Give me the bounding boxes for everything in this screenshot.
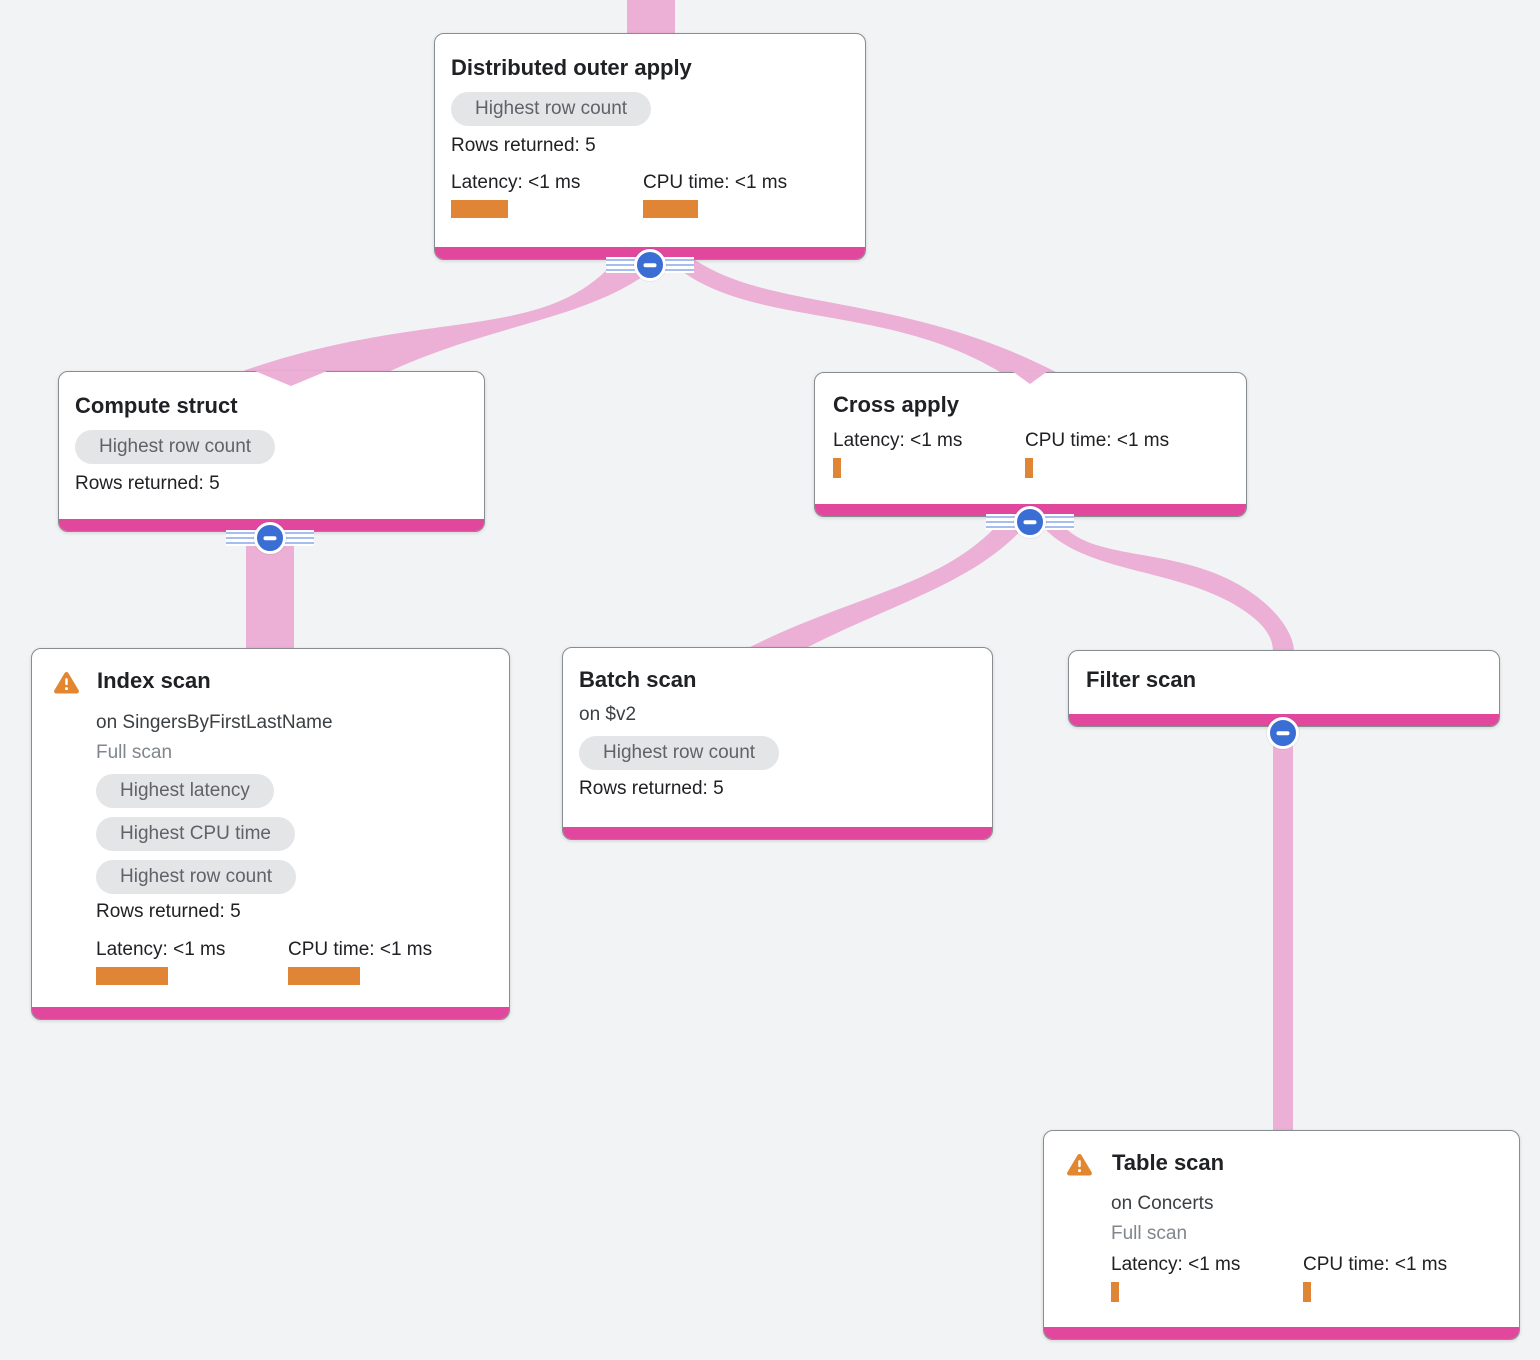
node-subtitle: on Concerts — [1111, 1193, 1214, 1214]
warning-icon — [1066, 1152, 1093, 1181]
node-compute-struct[interactable]: Compute struct Highest row count Rows re… — [58, 371, 485, 532]
node-title: Cross apply — [833, 392, 959, 417]
collapse-circle — [1014, 506, 1046, 538]
badge-highest-row-count: Highest row count — [75, 430, 276, 464]
node-accent-bar — [1044, 1327, 1519, 1339]
node-batch-scan[interactable]: Batch scan on $v2 Highest row count Rows… — [562, 647, 993, 840]
node-accent-bar — [32, 1007, 509, 1019]
node-title: Filter scan — [1086, 667, 1197, 692]
rows-returned: Rows returned: 5 — [96, 901, 241, 922]
collapse-button-filter-scan[interactable] — [1267, 717, 1299, 749]
minus-icon — [643, 263, 657, 267]
rows-returned: Rows returned: 5 — [451, 135, 596, 156]
edge-cross-apply-to-filter-scan — [1034, 515, 1294, 652]
node-subtitle: on $v2 — [579, 704, 637, 725]
badge-highest-row-count: Highest row count — [96, 860, 297, 894]
latency-label: Latency: <1 ms — [96, 939, 226, 960]
edge-root-stub — [627, 0, 675, 40]
cpu-time-bar — [1025, 458, 1033, 478]
node-title: Table scan — [1112, 1150, 1225, 1175]
cpu-time-label: CPU time: <1 ms — [1025, 430, 1170, 451]
minus-icon — [1023, 520, 1037, 524]
cpu-time-label: CPU time: <1 ms — [1303, 1254, 1448, 1275]
warning-icon — [53, 670, 80, 699]
badge-highest-row-count: Highest row count — [579, 736, 780, 770]
minus-icon — [1276, 731, 1290, 735]
latency-bar — [1111, 1282, 1119, 1302]
latency-bar — [833, 458, 841, 478]
edge-cross-apply-to-batch-scan — [748, 515, 1034, 648]
cpu-time-label: CPU time: <1 ms — [643, 172, 788, 193]
rows-returned: Rows returned: 5 — [75, 473, 220, 494]
latency-bar — [451, 200, 508, 218]
edge-compute-struct-to-index-scan — [246, 530, 294, 652]
node-cross-apply[interactable]: Cross apply Latency: <1 ms CPU time: <1 … — [814, 372, 1247, 517]
node-index-scan[interactable]: Index scan on SingersByFirstLastName Ful… — [31, 648, 510, 1020]
edge-outer-apply-to-compute-struct — [240, 258, 666, 372]
node-subtitle: on SingersByFirstLastName — [96, 712, 333, 733]
node-title: Index scan — [97, 668, 211, 693]
node-accent-bar — [563, 827, 992, 839]
badge-highest-latency: Highest latency — [96, 774, 274, 808]
node-distributed-outer-apply[interactable]: Distributed outer apply Highest row coun… — [434, 33, 866, 260]
rows-returned: Rows returned: 5 — [579, 778, 724, 799]
minus-icon — [263, 536, 277, 540]
badge-highest-cpu-time: Highest CPU time — [96, 817, 295, 851]
collapse-button-cross-apply[interactable] — [986, 506, 1074, 538]
cpu-time-bar — [288, 967, 360, 985]
node-title: Compute struct — [75, 393, 238, 418]
scan-type: Full scan — [1111, 1223, 1188, 1244]
latency-label: Latency: <1 ms — [833, 430, 963, 451]
collapse-button-compute-struct[interactable] — [226, 522, 314, 554]
cpu-time-label: CPU time: <1 ms — [288, 939, 433, 960]
collapse-button-distributed-outer-apply[interactable] — [606, 249, 694, 281]
collapse-circle — [634, 249, 666, 281]
badge-highest-row-count: Highest row count — [451, 92, 652, 126]
latency-bar — [96, 967, 168, 985]
collapse-circle — [1267, 717, 1299, 749]
node-title: Distributed outer apply — [451, 55, 692, 80]
edge-filter-scan-to-table-scan — [1273, 728, 1293, 1132]
node-filter-scan[interactable]: Filter scan — [1068, 650, 1500, 727]
scan-type: Full scan — [96, 742, 173, 763]
latency-label: Latency: <1 ms — [1111, 1254, 1241, 1275]
cpu-time-bar — [643, 200, 698, 218]
node-title: Batch scan — [579, 667, 697, 692]
edge-outer-apply-to-cross-apply — [666, 258, 1056, 372]
latency-label: Latency: <1 ms — [451, 172, 581, 193]
node-table-scan[interactable]: Table scan on Concerts Full scan Latency… — [1043, 1130, 1520, 1340]
collapse-circle — [254, 522, 286, 554]
cpu-time-bar — [1303, 1282, 1311, 1302]
